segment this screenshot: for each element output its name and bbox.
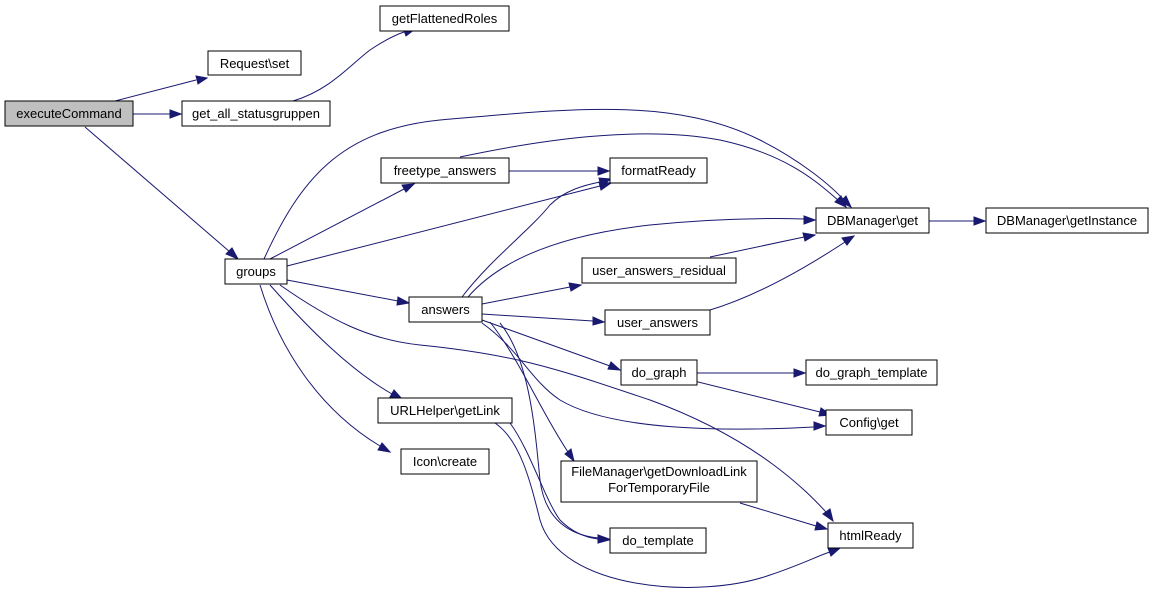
edge-executecommand-to-groups	[84, 126, 240, 261]
node-urlhelper-getlink[interactable]: URLHelper\getLink	[377, 397, 513, 424]
node-label: get_all_statusgruppen	[192, 106, 320, 121]
edge-answers-to-dbmanager-get	[467, 215, 817, 298]
edge-do-graph-to-do-graph-template	[697, 368, 807, 378]
node-label: htmlReady	[839, 528, 902, 543]
node-dbmanager-getinstance[interactable]: DBManager\getInstance	[985, 207, 1149, 234]
edge-executecommand-to-request-set	[114, 75, 209, 102]
node-label: Config\get	[839, 415, 899, 430]
edge-statusgruppen-to-getflattenedroles	[292, 27, 417, 102]
node-label: URLHelper\getLink	[390, 403, 500, 418]
node-label: DBManager\getInstance	[997, 213, 1137, 228]
node-freetype-answers[interactable]: freetype_answers	[380, 157, 510, 184]
node-answers[interactable]: answers	[408, 296, 483, 323]
edge-filemanager-to-htmlready	[739, 502, 829, 531]
node-do-graph-template[interactable]: do_graph_template	[805, 359, 938, 386]
node-label: Icon\create	[413, 454, 477, 469]
edge-dbmanager-get-to-getinstance	[929, 216, 987, 226]
node-dbmanager-get[interactable]: DBManager\get	[815, 207, 930, 234]
node-user-answers[interactable]: user_answers	[604, 309, 711, 336]
edge-user-answers-to-dbmanager-get	[709, 235, 856, 311]
edge-groups-to-dbmanager-get	[263, 108, 853, 260]
node-label: getFlattenedRoles	[392, 11, 498, 26]
node-label: answers	[421, 302, 470, 317]
edge-answers-to-user-answers	[481, 313, 606, 326]
node-label-line-2: ForTemporaryFile	[608, 480, 710, 495]
edges	[84, 27, 987, 588]
node-label: do_graph_template	[815, 365, 927, 380]
node-getflattenedroles[interactable]: getFlattenedRoles	[379, 5, 510, 32]
edge-freetype-answers-to-formatready	[509, 166, 611, 176]
node-label: do_template	[622, 533, 694, 548]
node-label: groups	[236, 264, 276, 279]
node-config-get[interactable]: Config\get	[825, 409, 913, 436]
edge-groups-to-freetype-answers	[269, 183, 416, 260]
edge-answers-to-config-get	[481, 322, 827, 431]
node-label: DBManager\get	[827, 213, 918, 228]
edge-groups-to-urlhelper-getlink	[269, 284, 404, 400]
node-label: formatReady	[621, 163, 696, 178]
edge-answers-to-filemanager	[489, 321, 575, 463]
node-label: do_graph	[632, 365, 687, 380]
node-get-all-statusgruppen[interactable]: get_all_statusgruppen	[181, 100, 331, 127]
edge-answers-to-do-graph	[481, 319, 622, 371]
node-htmlready[interactable]: htmlReady	[827, 522, 914, 549]
node-groups[interactable]: groups	[224, 258, 288, 285]
edge-executecommand-to-get-all-statusgruppen	[133, 109, 183, 119]
node-label: user_answers_residual	[592, 263, 726, 278]
node-filemanager-getdownloadlinkfortemporaryfile[interactable]: FileManager\getDownloadLink ForTemporary…	[560, 460, 758, 503]
edge-groups-to-icon-create	[259, 284, 392, 453]
node-label: executeCommand	[16, 106, 122, 121]
node-label-line-1: FileManager\getDownloadLink	[571, 464, 747, 479]
nodes: executeCommand Request\set get_all_statu…	[4, 5, 1149, 554]
node-label: user_answers	[617, 315, 698, 330]
edge-groups-to-formatready	[286, 181, 613, 267]
edge-answers-to-formatready	[461, 177, 613, 298]
edge-residual-to-dbmanager-get	[709, 232, 817, 258]
node-request-set[interactable]: Request\set	[207, 50, 302, 76]
edge-freetype-answers-to-dbmanager-get	[459, 133, 848, 209]
node-label: freetype_answers	[394, 163, 497, 178]
node-do-graph[interactable]: do_graph	[620, 359, 698, 386]
node-icon-create[interactable]: Icon\create	[400, 448, 490, 475]
edge-groups-to-answers	[286, 279, 411, 306]
edge-answers-to-user-answers-residual	[481, 282, 583, 305]
node-do-template[interactable]: do_template	[609, 527, 707, 554]
node-executecommand[interactable]: executeCommand	[4, 100, 134, 127]
node-label: Request\set	[220, 56, 290, 71]
node-user-answers-residual[interactable]: user_answers_residual	[581, 257, 737, 284]
node-formatready[interactable]: formatReady	[609, 157, 708, 184]
edge-groups-to-htmlready	[279, 284, 834, 523]
edge-urlhelper-to-do-template	[509, 422, 611, 544]
